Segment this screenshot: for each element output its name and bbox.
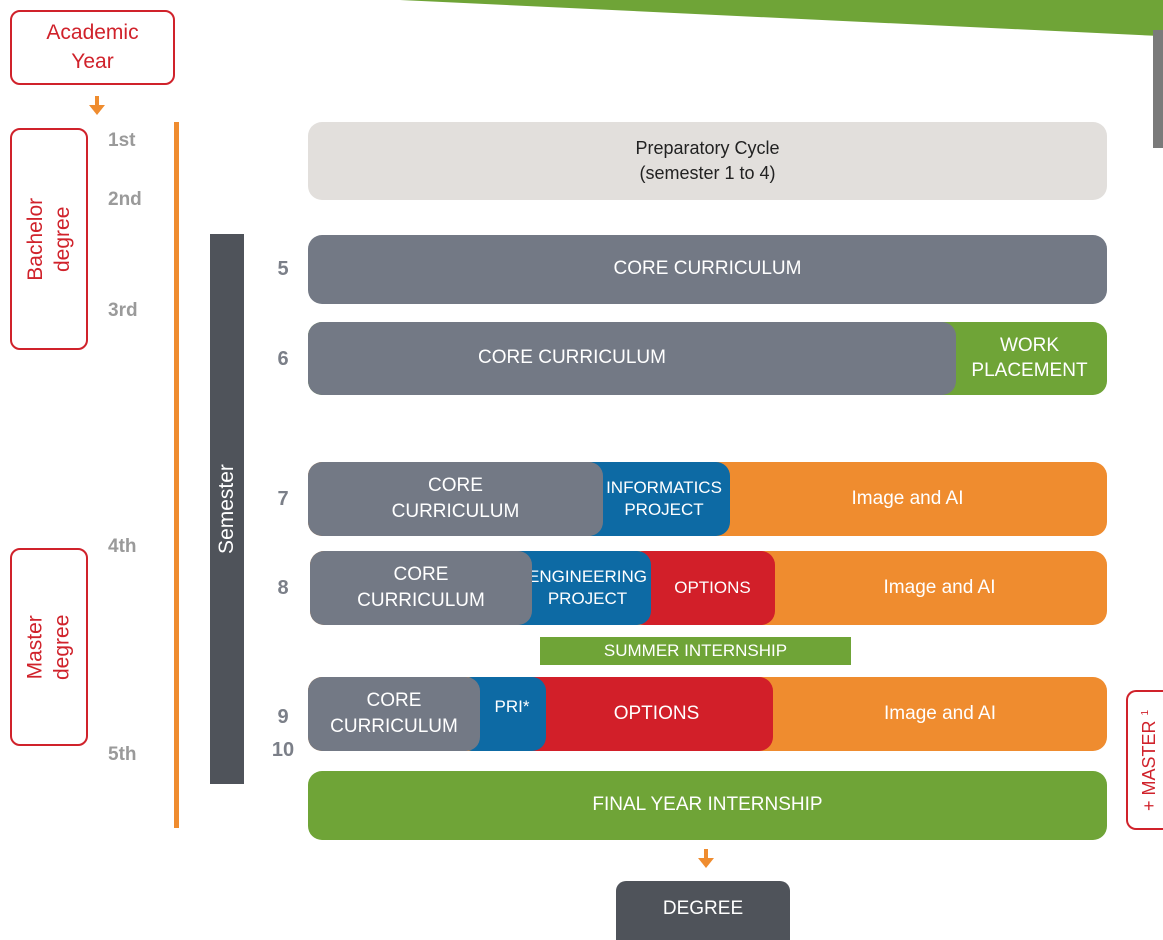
semester-6-core-block: CORE CURRICULUM [308, 322, 956, 395]
work-placement-line1: WORK [999, 334, 1060, 356]
master-plus-text: + MASTER [1139, 720, 1160, 811]
semester-9-row: Image and AI OPTIONS PRI* CORE CURRICULU… [308, 677, 1107, 751]
options-label-8: OPTIONS [674, 577, 751, 597]
image-ai-label-7: Image and AI [851, 487, 964, 509]
semester-7-core-line1: CORE [428, 475, 483, 497]
final-year-internship-block: FINAL YEAR INTERNSHIP [308, 771, 1107, 840]
work-placement-line2: PLACEMENT [971, 359, 1088, 381]
year-label-1st: 1st [108, 130, 136, 151]
semester-8-core-line2: CURRICULUM [357, 590, 485, 611]
master-plus-label: + MASTER 1 [1140, 709, 1161, 810]
summer-internship-bar: SUMMER INTERNSHIP [540, 637, 851, 665]
year-label-5th: 5th [108, 744, 137, 765]
photo-edge [1153, 30, 1163, 148]
year-label-4th: 4th [108, 536, 137, 557]
semester-9-core-block: CORE CURRICULUM [308, 677, 480, 751]
options-label-9: OPTIONS [613, 702, 700, 724]
green-banner-shape [400, 0, 1163, 36]
arrow-down-icon [698, 849, 714, 869]
semester-number-7: 7 [277, 488, 289, 510]
semester-label: Semester [215, 464, 238, 554]
semester-number-9: 9 [277, 706, 289, 728]
image-ai-block-7: Image and AI [708, 462, 1107, 536]
semester-9-core-line1: CORE [366, 690, 422, 712]
final-year-internship-label: FINAL YEAR INTERNSHIP [592, 794, 823, 816]
bachelor-degree-label: Bachelor degree [23, 197, 75, 281]
image-ai-block-8: Image and AI [772, 551, 1107, 625]
semester-8-row: Image and AI OPTIONS ENGINEERING PROJECT… [310, 551, 1107, 625]
arrow-down-icon [89, 96, 105, 116]
semester-9-core-line2: CURRICULUM [330, 716, 458, 737]
informatics-project-line2: PROJECT [624, 500, 704, 519]
semester-7-core-line2: CURRICULUM [391, 501, 520, 522]
options-block-9: OPTIONS [520, 677, 773, 751]
master-degree-label: Master degree [23, 614, 74, 680]
semester-6-core-label: CORE CURRICULUM [478, 347, 666, 369]
year-label-3rd: 3rd [108, 300, 138, 321]
engineering-project-line2: PROJECT [547, 589, 628, 608]
master-plus-sup: 1 [1140, 709, 1152, 716]
semester-number-8: 8 [277, 577, 289, 599]
preparatory-cycle-block: Preparatory Cycle (semester 1 to 4) [308, 122, 1107, 200]
informatics-project-line1: INFORMATICS [606, 477, 722, 497]
options-block-8: OPTIONS [630, 551, 775, 625]
image-ai-label-8: Image and AI [883, 576, 996, 598]
semester-number-10: 10 [271, 739, 295, 761]
degree-block: DEGREE [616, 881, 790, 940]
summer-internship-label: SUMMER INTERNSHIP [603, 641, 788, 660]
preparatory-title: Preparatory Cycle [635, 137, 780, 158]
year-label-2nd: 2nd [108, 189, 142, 210]
image-ai-label-9: Image and AI [884, 702, 996, 724]
semester-number-6: 6 [277, 348, 289, 370]
master-plus-box: + MASTER 1 [1126, 690, 1163, 830]
semester-7-core-block: CORE CURRICULUM [308, 462, 603, 536]
work-placement-block: WORK PLACEMENT [952, 322, 1107, 395]
preparatory-subtitle: (semester 1 to 4) [639, 163, 776, 183]
semester-6-row: CORE CURRICULUM WORK PLACEMENT [308, 322, 1107, 395]
semester-8-core-block: CORE CURRICULUM [310, 551, 532, 625]
semester-bar: Semester [210, 234, 244, 784]
bachelor-degree-box: Bachelor degree [10, 128, 88, 350]
timeline-line [174, 122, 179, 828]
semester-7-row: Image and AI INFORMATICS PROJECT CORE CU… [308, 462, 1107, 536]
academic-year-box: Academic Year [10, 10, 175, 85]
informatics-project-block: INFORMATICS PROJECT [578, 462, 730, 536]
semester-5-core-block: CORE CURRICULUM [308, 235, 1107, 304]
semester-5-core-label: CORE CURRICULUM [613, 258, 802, 280]
pri-label: PRI* [494, 696, 530, 716]
semester-number-5: 5 [277, 258, 289, 280]
image-ai-block-9: Image and AI [773, 677, 1107, 751]
top-banner-decoration [400, 0, 1163, 148]
master-degree-box: Master degree [10, 548, 88, 746]
engineering-project-line1: ENGINEERING [527, 566, 648, 586]
academic-year-label: Academic Year [46, 21, 139, 73]
degree-label: DEGREE [662, 897, 744, 919]
semester-8-core-line1: CORE [393, 564, 449, 586]
